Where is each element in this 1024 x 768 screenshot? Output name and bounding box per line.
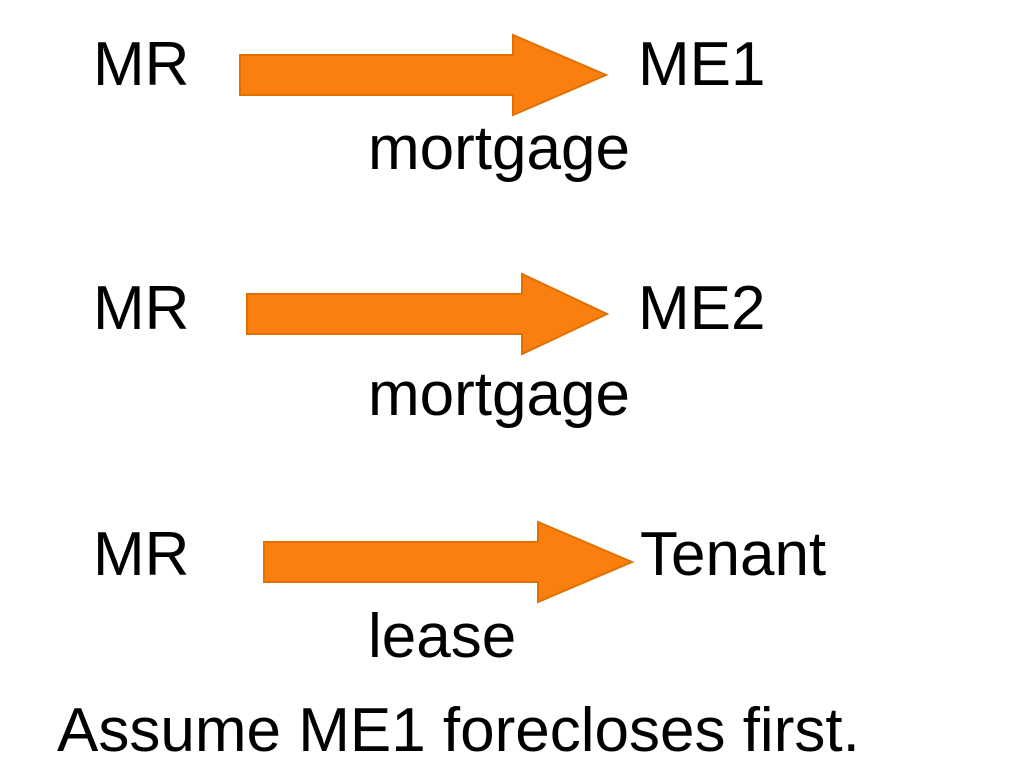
relation-3-label: lease [368, 602, 517, 671]
relation-1-to: ME1 [638, 30, 766, 99]
relation-3-from: MR [93, 520, 190, 589]
relation-3-to: Tenant [640, 520, 827, 589]
relation-3-arrow-icon [263, 520, 635, 604]
relation-1-from: MR [93, 30, 190, 99]
relation-2-label: mortgage [368, 360, 630, 429]
relation-1-label: mortgage [368, 114, 630, 183]
relation-2-to: ME2 [638, 274, 766, 343]
relation-1-arrow-icon [239, 33, 609, 117]
relation-2-from: MR [93, 274, 190, 343]
relation-2-arrow-icon [246, 272, 610, 356]
footer-statement: Assume ME1 forecloses first. [57, 696, 860, 765]
